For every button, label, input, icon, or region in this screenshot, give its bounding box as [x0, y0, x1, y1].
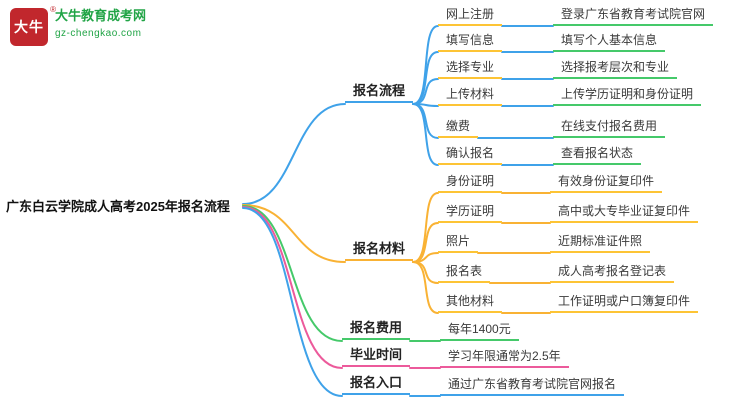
registered-mark: ® — [50, 5, 57, 14]
brand-text: 大牛教育成考网 gz-chengkao.com — [55, 8, 146, 40]
bull-logo-icon: 大牛 ® — [10, 5, 56, 46]
value-upload-materials: 上传学历证明和身份证明 — [553, 85, 702, 106]
node-education-proof: 学历证明 — [438, 202, 503, 223]
branch-registration-fee: 报名费用 — [342, 319, 411, 340]
value-education-proof: 高中或大专毕业证复印件 — [550, 202, 699, 223]
value-pay-fee: 在线支付报名费用 — [553, 117, 666, 138]
connector-root-to-graduation — [242, 206, 343, 369]
node-upload-materials: 上传材料 — [438, 85, 503, 106]
branch-registration-materials: 报名材料 — [345, 240, 414, 261]
site-name: 大牛教育成考网 — [55, 8, 147, 23]
node-registration-form: 报名表 — [438, 262, 491, 283]
node-pay-fee: 缴费 — [438, 117, 479, 138]
value-other-materials: 工作证明或户口簿复印件 — [550, 292, 699, 313]
value-registration-fee: 每年1400元 — [440, 320, 519, 341]
connector-root-to-entrance — [242, 207, 343, 397]
branch-registration-entrance: 报名入口 — [342, 374, 411, 395]
node-id-proof: 身份证明 — [438, 172, 503, 193]
node-fill-info: 填写信息 — [438, 31, 503, 52]
connector-root-to-fee — [242, 205, 343, 342]
value-id-proof: 有效身份证复印件 — [550, 172, 663, 193]
connector-process-to-confirm — [412, 103, 439, 166]
node-online-registration: 网上注册 — [438, 5, 503, 26]
branch-graduation-time: 毕业时间 — [342, 346, 411, 367]
connector-materials-to-other — [412, 261, 439, 314]
value-registration-entrance: 通过广东省教育考试院官网报名 — [440, 375, 625, 396]
site-brand: 大牛 ® 大牛教育成考网 gz-chengkao.com — [10, 5, 146, 46]
connector-root-to-process — [242, 103, 346, 205]
connector-materials-to-id — [412, 192, 439, 263]
node-photo: 照片 — [438, 232, 479, 253]
branch-registration-process: 报名流程 — [345, 82, 414, 103]
node-other-materials: 其他材料 — [438, 292, 503, 313]
value-choose-major: 选择报考层次和专业 — [553, 58, 678, 79]
bull-logo-glyph: 大牛 — [14, 19, 44, 35]
value-fill-info: 填写个人基本信息 — [553, 31, 666, 52]
connector-root-to-materials — [242, 204, 346, 263]
value-photo: 近期标准证件照 — [550, 232, 651, 253]
value-registration-form: 成人高考报名登记表 — [550, 262, 675, 283]
node-confirm-registration: 确认报名 — [438, 144, 503, 165]
node-root-topic: 广东白云学院成人高考2025年报名流程 — [6, 199, 230, 214]
site-domain: gz-chengkao.com — [55, 28, 142, 39]
value-online-registration: 登录广东省教育考试院官网 — [553, 5, 714, 26]
node-choose-major: 选择专业 — [438, 58, 503, 79]
value-confirm-registration: 查看报名状态 — [553, 144, 642, 165]
value-graduation-time: 学习年限通常为2.5年 — [440, 347, 569, 368]
